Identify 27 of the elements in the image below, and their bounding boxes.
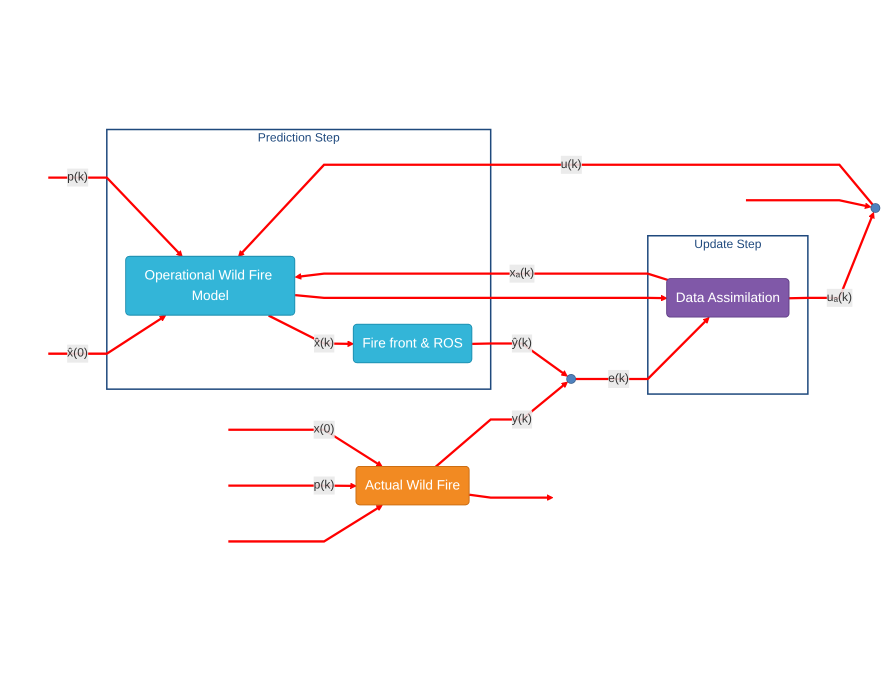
arrow — [434, 382, 568, 468]
arrow — [294, 272, 668, 282]
edge-label: p(k) — [314, 478, 334, 492]
edge-label: u(k) — [560, 158, 582, 171]
arrow — [238, 164, 874, 257]
arrow — [48, 176, 183, 257]
arrow — [228, 428, 383, 467]
arrow — [472, 342, 568, 377]
edge-label: p(k) — [67, 170, 88, 184]
arrow — [576, 317, 710, 380]
arrow — [469, 494, 554, 501]
edge-label: x(0) — [314, 422, 334, 436]
edge-label: x̂(0) — [67, 346, 88, 360]
node-circle — [870, 203, 880, 213]
edge-label: ŷ(k) — [512, 336, 532, 350]
edge-label: y(k) — [512, 412, 532, 426]
arrow — [48, 315, 166, 355]
edge-label: e(k) — [608, 372, 629, 386]
arrow — [746, 199, 872, 210]
edge-label: uₐ(k) — [826, 291, 852, 304]
edge-label: xₐ(k) — [510, 266, 534, 280]
edge-label: x̂(k) — [314, 336, 334, 350]
node-circle — [566, 374, 576, 384]
arrow — [268, 314, 354, 348]
arrow — [228, 504, 383, 543]
arrow — [295, 294, 668, 302]
arrow — [228, 482, 357, 490]
